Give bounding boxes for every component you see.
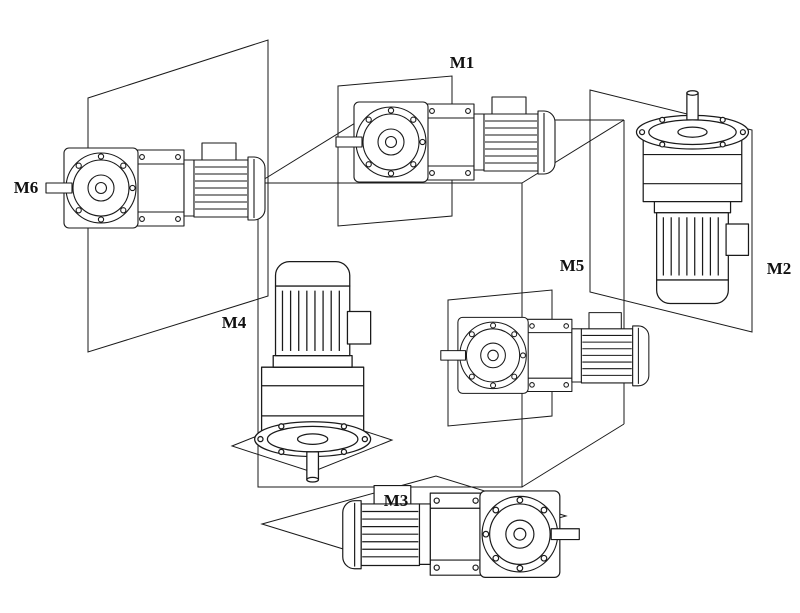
gearmotor-m5-illustration	[440, 312, 650, 394]
gearmotor-m6-illustration	[45, 142, 266, 229]
gearmotor-m2-illustration	[635, 90, 750, 305]
mounting-plane-m5	[447, 289, 553, 427]
label-m6: M6	[14, 178, 39, 197]
gearmotor-m3-illustration	[342, 484, 580, 578]
label-m1: M1	[450, 53, 475, 72]
gearmotor-m4-illustration	[254, 261, 372, 483]
label-m4: M4	[222, 313, 247, 332]
mounting-plane-m1	[337, 75, 453, 227]
label-m2: M2	[767, 259, 792, 278]
label-m3: M3	[384, 491, 409, 510]
gearmotor-m1-illustration	[335, 96, 556, 183]
mounting-plane-m6	[87, 39, 269, 353]
label-m5: M5	[560, 256, 585, 275]
